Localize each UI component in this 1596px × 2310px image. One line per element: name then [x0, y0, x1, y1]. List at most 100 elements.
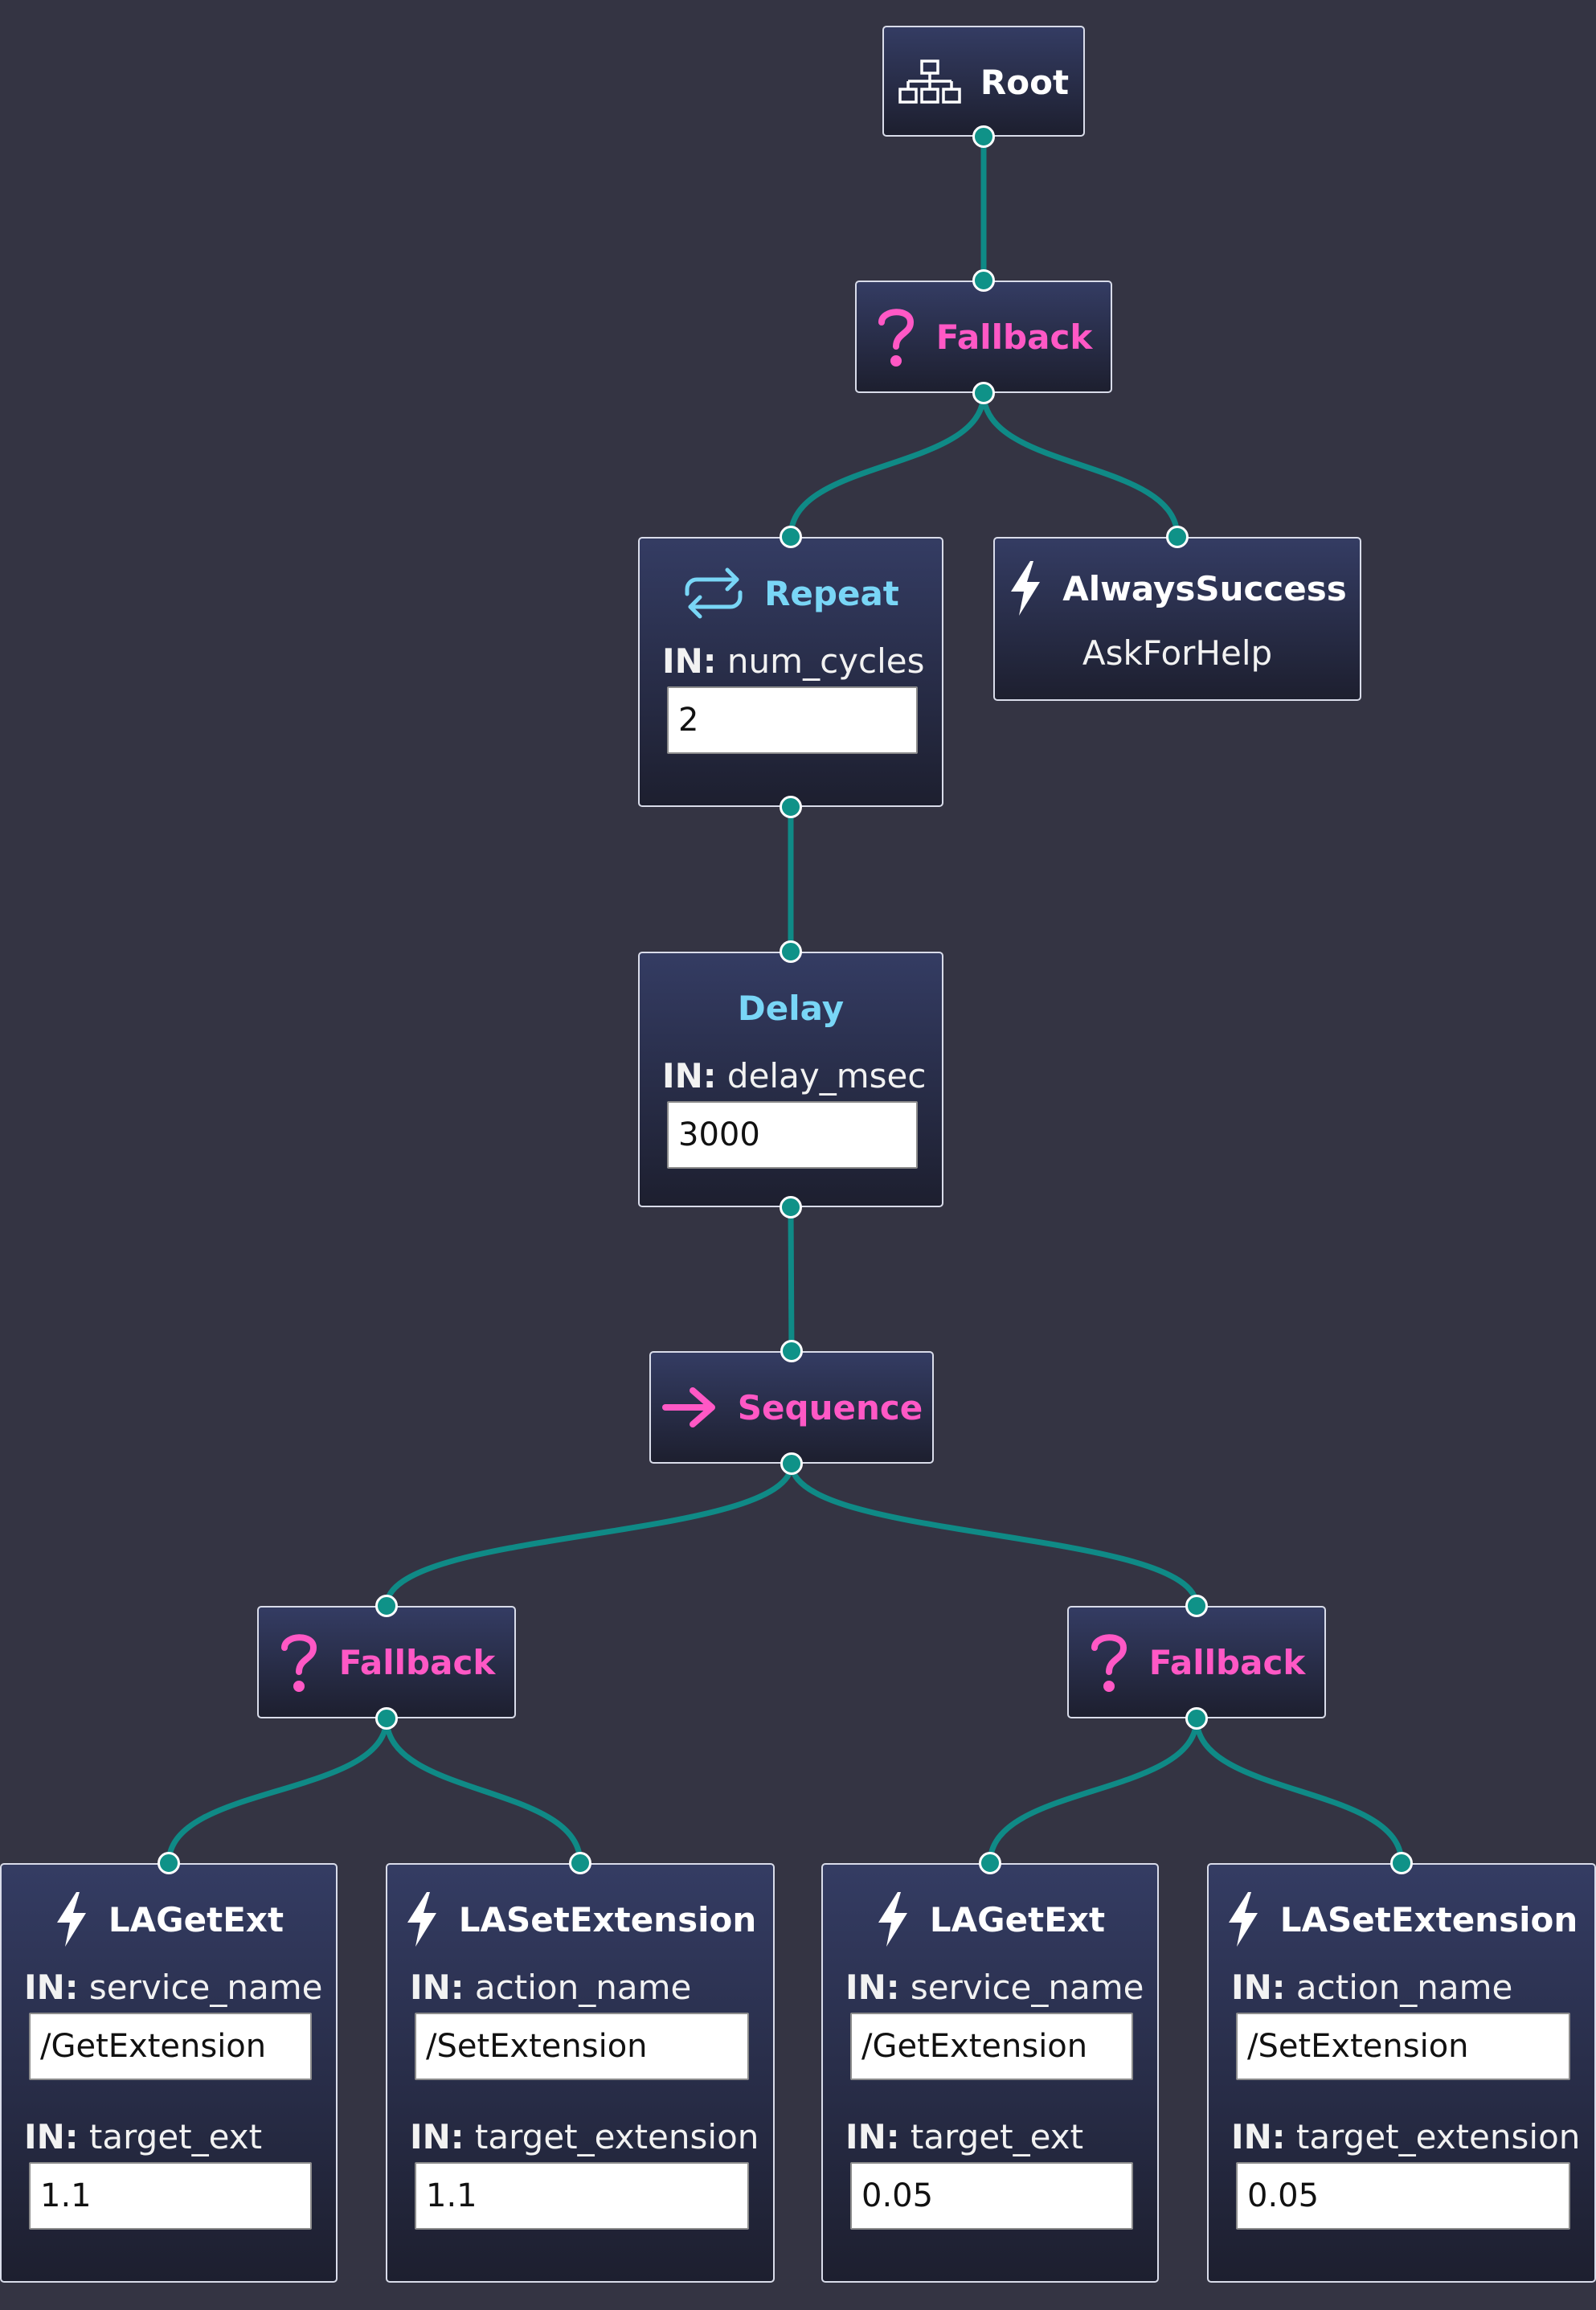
port-label: IN: service_name	[845, 1968, 1144, 2007]
port-value-input[interactable]: /GetExtension	[850, 2013, 1133, 2080]
port-label: IN: delay_msec	[662, 1056, 926, 1096]
port-label: IN: service_name	[24, 1968, 322, 2007]
node-header: Root	[884, 27, 1083, 137]
output-port-sequence[interactable]	[780, 1452, 803, 1475]
edge-fallback3-lagetext2	[987, 1718, 1200, 1864]
port-direction: IN:	[410, 1968, 464, 2007]
port-value-input[interactable]: 0.05	[1236, 2162, 1570, 2230]
port-direction: IN:	[845, 1968, 900, 2007]
input-port-lagetext1[interactable]	[158, 1852, 180, 1874]
port-value-input[interactable]: 1.1	[415, 2162, 749, 2230]
node-fallback3[interactable]: Fallback	[1067, 1606, 1326, 1718]
edge-sequence-fallback2	[383, 1463, 795, 1607]
input-port-lagetext2[interactable]	[979, 1852, 1001, 1874]
port-value-input[interactable]: /SetExtension	[1236, 2013, 1570, 2080]
port-name: target_extension	[1285, 2117, 1581, 2156]
edge-fallback2-lagetext1	[166, 1718, 390, 1864]
port-value-input[interactable]: 2	[667, 686, 918, 754]
output-port-repeat[interactable]	[780, 796, 802, 818]
port-direction: IN:	[24, 2117, 79, 2156]
port-direction: IN:	[845, 2117, 900, 2156]
node-header: Repeat	[640, 539, 942, 648]
port-label: IN: action_name	[1231, 1968, 1512, 2007]
output-port-fallback3[interactable]	[1185, 1707, 1208, 1730]
node-subtitle: AskForHelp	[1082, 633, 1273, 673]
input-port-delay[interactable]	[780, 940, 802, 963]
node-title: Fallback	[1148, 1642, 1306, 1682]
port-value-input[interactable]: 0.05	[850, 2162, 1133, 2230]
port-direction: IN:	[24, 1968, 79, 2007]
port-name: service_name	[78, 1968, 323, 2007]
port-label: IN: target_extension	[410, 2117, 759, 2156]
node-title: Sequence	[737, 1387, 923, 1427]
tree-hierarchy-icon	[898, 59, 961, 105]
node-title: Fallback	[935, 317, 1093, 357]
node-header: LASetExtension	[1209, 1865, 1594, 1974]
port-value-input[interactable]: /SetExtension	[415, 2013, 749, 2080]
port-label: IN: target_ext	[24, 2117, 262, 2156]
input-port-fallback2[interactable]	[375, 1595, 398, 1617]
port-direction: IN:	[662, 1056, 717, 1096]
port-label: IN: num_cycles	[662, 641, 925, 681]
output-port-delay[interactable]	[780, 1196, 802, 1218]
node-title: LAGetExt	[929, 1899, 1106, 1939]
node-header: Fallback	[259, 1608, 514, 1717]
input-port-fallback3[interactable]	[1185, 1595, 1208, 1617]
input-port-fallback1[interactable]	[972, 269, 995, 292]
question-mark-icon	[875, 305, 917, 369]
node-fallback2[interactable]: Fallback	[257, 1606, 516, 1718]
arrow-right-icon	[661, 1386, 718, 1429]
lightning-bolt-icon	[54, 1890, 89, 1948]
node-title: LASetExtension	[458, 1899, 757, 1939]
node-title: LASetExtension	[1279, 1899, 1578, 1939]
node-header: LAGetExt	[2, 1865, 336, 1974]
node-header: Sequence	[651, 1353, 932, 1462]
edge-fallback1-repeat	[788, 392, 987, 538]
output-port-fallback1[interactable]	[972, 382, 995, 404]
input-port-sequence[interactable]	[780, 1340, 803, 1362]
port-direction: IN:	[1231, 2117, 1286, 2156]
input-port-lasetext1[interactable]	[569, 1852, 591, 1874]
node-title: LAGetExt	[108, 1899, 284, 1939]
port-name: target_ext	[78, 2117, 263, 2156]
node-header: AlwaysSuccess	[995, 539, 1360, 638]
lightning-bolt-icon	[404, 1890, 440, 1948]
port-label: IN: action_name	[410, 1968, 691, 2007]
port-value-input[interactable]: 3000	[667, 1101, 918, 1169]
node-header: Fallback	[857, 282, 1111, 391]
output-port-fallback2[interactable]	[375, 1707, 398, 1730]
node-sequence[interactable]: Sequence	[649, 1351, 934, 1464]
edge-fallback1-always_success	[980, 392, 1181, 538]
port-value-input[interactable]: 1.1	[29, 2162, 312, 2230]
port-name: target_ext	[899, 2117, 1084, 2156]
output-port-root[interactable]	[972, 125, 995, 148]
input-port-lasetext2[interactable]	[1390, 1852, 1413, 1874]
lightning-bolt-icon	[1008, 559, 1043, 617]
repeat-arrows-icon	[682, 565, 745, 621]
node-header: Fallback	[1069, 1608, 1324, 1717]
edge-fallback2-lasetext1	[383, 1718, 583, 1864]
input-port-repeat[interactable]	[780, 526, 802, 548]
question-mark-icon	[278, 1630, 320, 1694]
node-fallback1[interactable]: Fallback	[855, 281, 1112, 393]
port-name: num_cycles	[716, 641, 925, 681]
port-value-input[interactable]: /GetExtension	[29, 2013, 312, 2080]
input-port-always_success[interactable]	[1166, 526, 1189, 548]
port-label: IN: target_extension	[1231, 2117, 1580, 2156]
port-direction: IN:	[1231, 1968, 1286, 2007]
port-name: action_name	[464, 1968, 692, 2007]
node-root[interactable]: Root	[882, 26, 1085, 137]
node-title: Repeat	[764, 573, 899, 613]
lightning-bolt-icon	[1226, 1890, 1261, 1948]
node-header: LAGetExt	[823, 1865, 1157, 1974]
edge-sequence-fallback3	[788, 1463, 1200, 1607]
port-name: target_extension	[464, 2117, 759, 2156]
